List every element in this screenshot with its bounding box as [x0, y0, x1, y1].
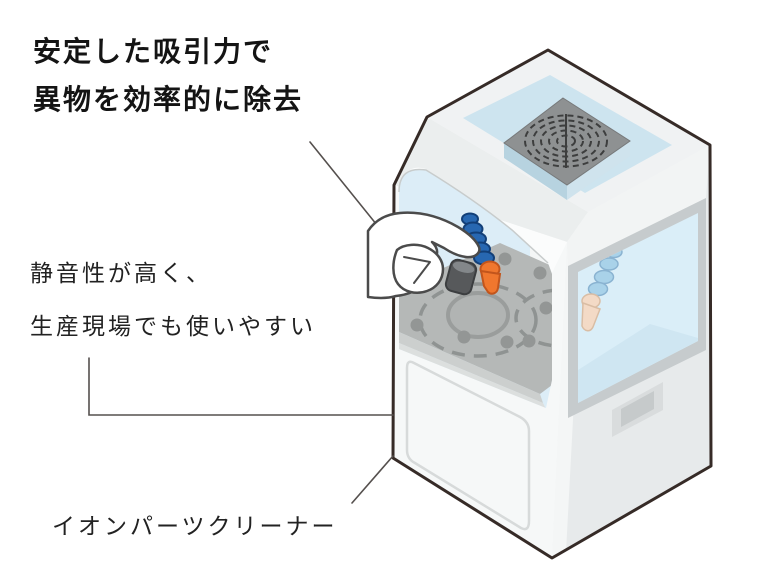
suction-nozzle-icon [461, 212, 502, 295]
annotation-quiet: 静音性が高く、 生産現場でも使いやすい [30, 247, 316, 353]
annotation-quiet-line1: 静音性が高く、 [30, 260, 212, 286]
side-handle [612, 382, 663, 437]
product-label-text: イオンパーツクリーナー [52, 513, 338, 539]
hood-front-band [394, 117, 588, 242]
inner-floor [578, 324, 698, 403]
annotation-suction-line2: 異物を効率的に除去 [33, 84, 304, 115]
leader-lines [88, 141, 394, 504]
workpiece-cylinder [444, 258, 478, 296]
hood-right-band [567, 145, 710, 266]
exhaust-fan-icon [503, 97, 631, 200]
leader-quiet [88, 357, 394, 416]
leader-suction [309, 141, 386, 236]
annotation-suction: 安定した吸引力で 異物を効率的に除去 [33, 28, 303, 124]
hand-icon [366, 211, 481, 300]
annotation-suction-line1: 安定した吸引力で [33, 36, 274, 67]
front-door [405, 360, 531, 531]
annotation-quiet-line2: 生産現場でも使いやすい [30, 313, 316, 339]
opening-edge [398, 168, 549, 264]
side-window [568, 198, 706, 418]
leader-product [351, 455, 394, 504]
product-label: イオンパーツクリーナー [52, 511, 338, 541]
machine-outline [391, 48, 713, 560]
